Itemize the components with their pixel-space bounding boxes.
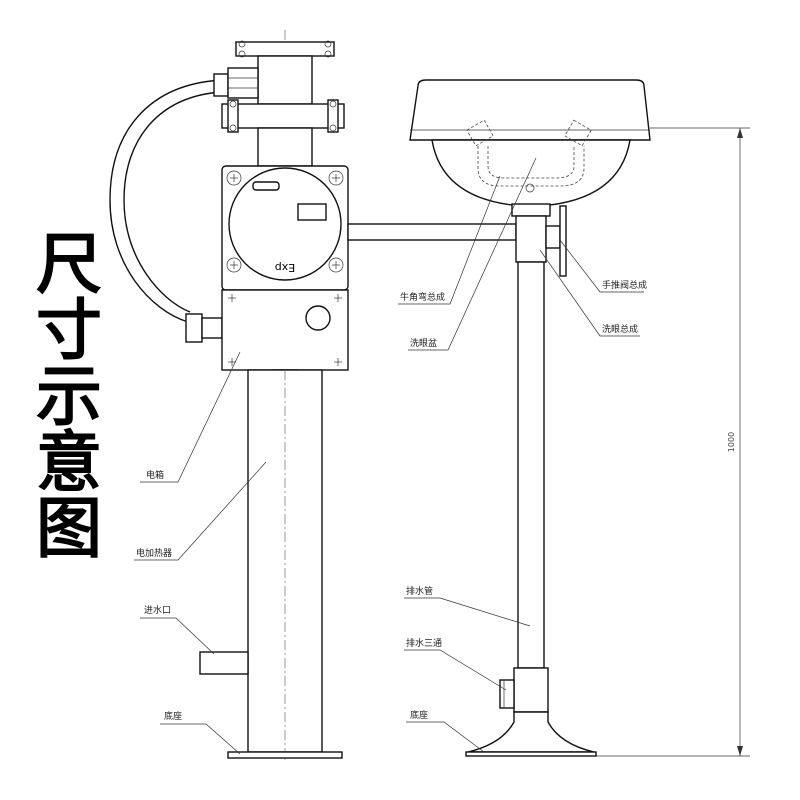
label-water-inlet: 进水口 <box>144 604 171 616</box>
exp-cover <box>228 167 342 281</box>
label-eye-wash-bowl: 洗眼盆 <box>410 337 437 349</box>
valve-tee <box>515 215 547 263</box>
window-slot <box>297 203 327 221</box>
connecting-arm <box>347 223 517 241</box>
label-drain-tee: 排水三通 <box>406 637 442 649</box>
left-labels: 电箱 电加热器 进水口 底座 <box>134 351 267 755</box>
title-char: 意 <box>36 424 102 501</box>
label-electric-heater: 电加热器 <box>136 547 172 559</box>
push-handle <box>559 205 567 277</box>
title-vertical: 尺 寸 示 意 图 <box>34 232 104 562</box>
right-labels: 牛角弯总成 洗眼盆 手推阀总成 洗眼总成 排水管 排水三通 底座 <box>398 157 647 753</box>
left-base-plate <box>227 751 343 759</box>
nameplate-slot <box>252 181 280 191</box>
right-base-cone <box>467 711 595 753</box>
label-electric-box: 电箱 <box>146 469 164 481</box>
title-char: 尺 <box>36 226 102 303</box>
electric-box <box>221 289 349 371</box>
label-right-base: 底座 <box>410 709 428 721</box>
drain-tee <box>513 667 549 713</box>
hose-inner <box>123 91 223 313</box>
label-ox-horn-elbow: 牛角弯总成 <box>400 291 445 303</box>
hose-outer <box>109 79 223 323</box>
height-dimension-value: 1000 <box>727 432 736 452</box>
water-inlet-stub <box>199 651 249 675</box>
right-base-plate <box>465 751 597 757</box>
nozzle-right <box>564 119 592 147</box>
cable-gland <box>305 305 331 331</box>
label-eye-wash-assembly: 洗眼总成 <box>602 323 638 335</box>
top-flange <box>235 41 335 57</box>
standpipe <box>517 261 545 669</box>
hose-fitting-bottom <box>185 313 203 343</box>
title-char: 图 <box>36 490 102 567</box>
nozzle-left <box>466 119 494 147</box>
middle-flange <box>221 103 345 129</box>
right-unit <box>409 79 651 757</box>
dust-cover <box>409 79 651 141</box>
label-hand-push-valve: 手推阀总成 <box>602 279 647 291</box>
upper-pipe <box>257 55 313 105</box>
exp-mark: Exp <box>275 261 295 274</box>
label-drain-pipe: 排水管 <box>406 585 433 597</box>
title-char: 示 <box>36 358 102 435</box>
hose-fitting-top <box>213 73 229 97</box>
label-left-base: 底座 <box>164 710 182 722</box>
height-dimension: 1000 <box>596 127 750 757</box>
title-char: 寸 <box>36 292 102 369</box>
eye-wash-bowl <box>431 139 631 207</box>
